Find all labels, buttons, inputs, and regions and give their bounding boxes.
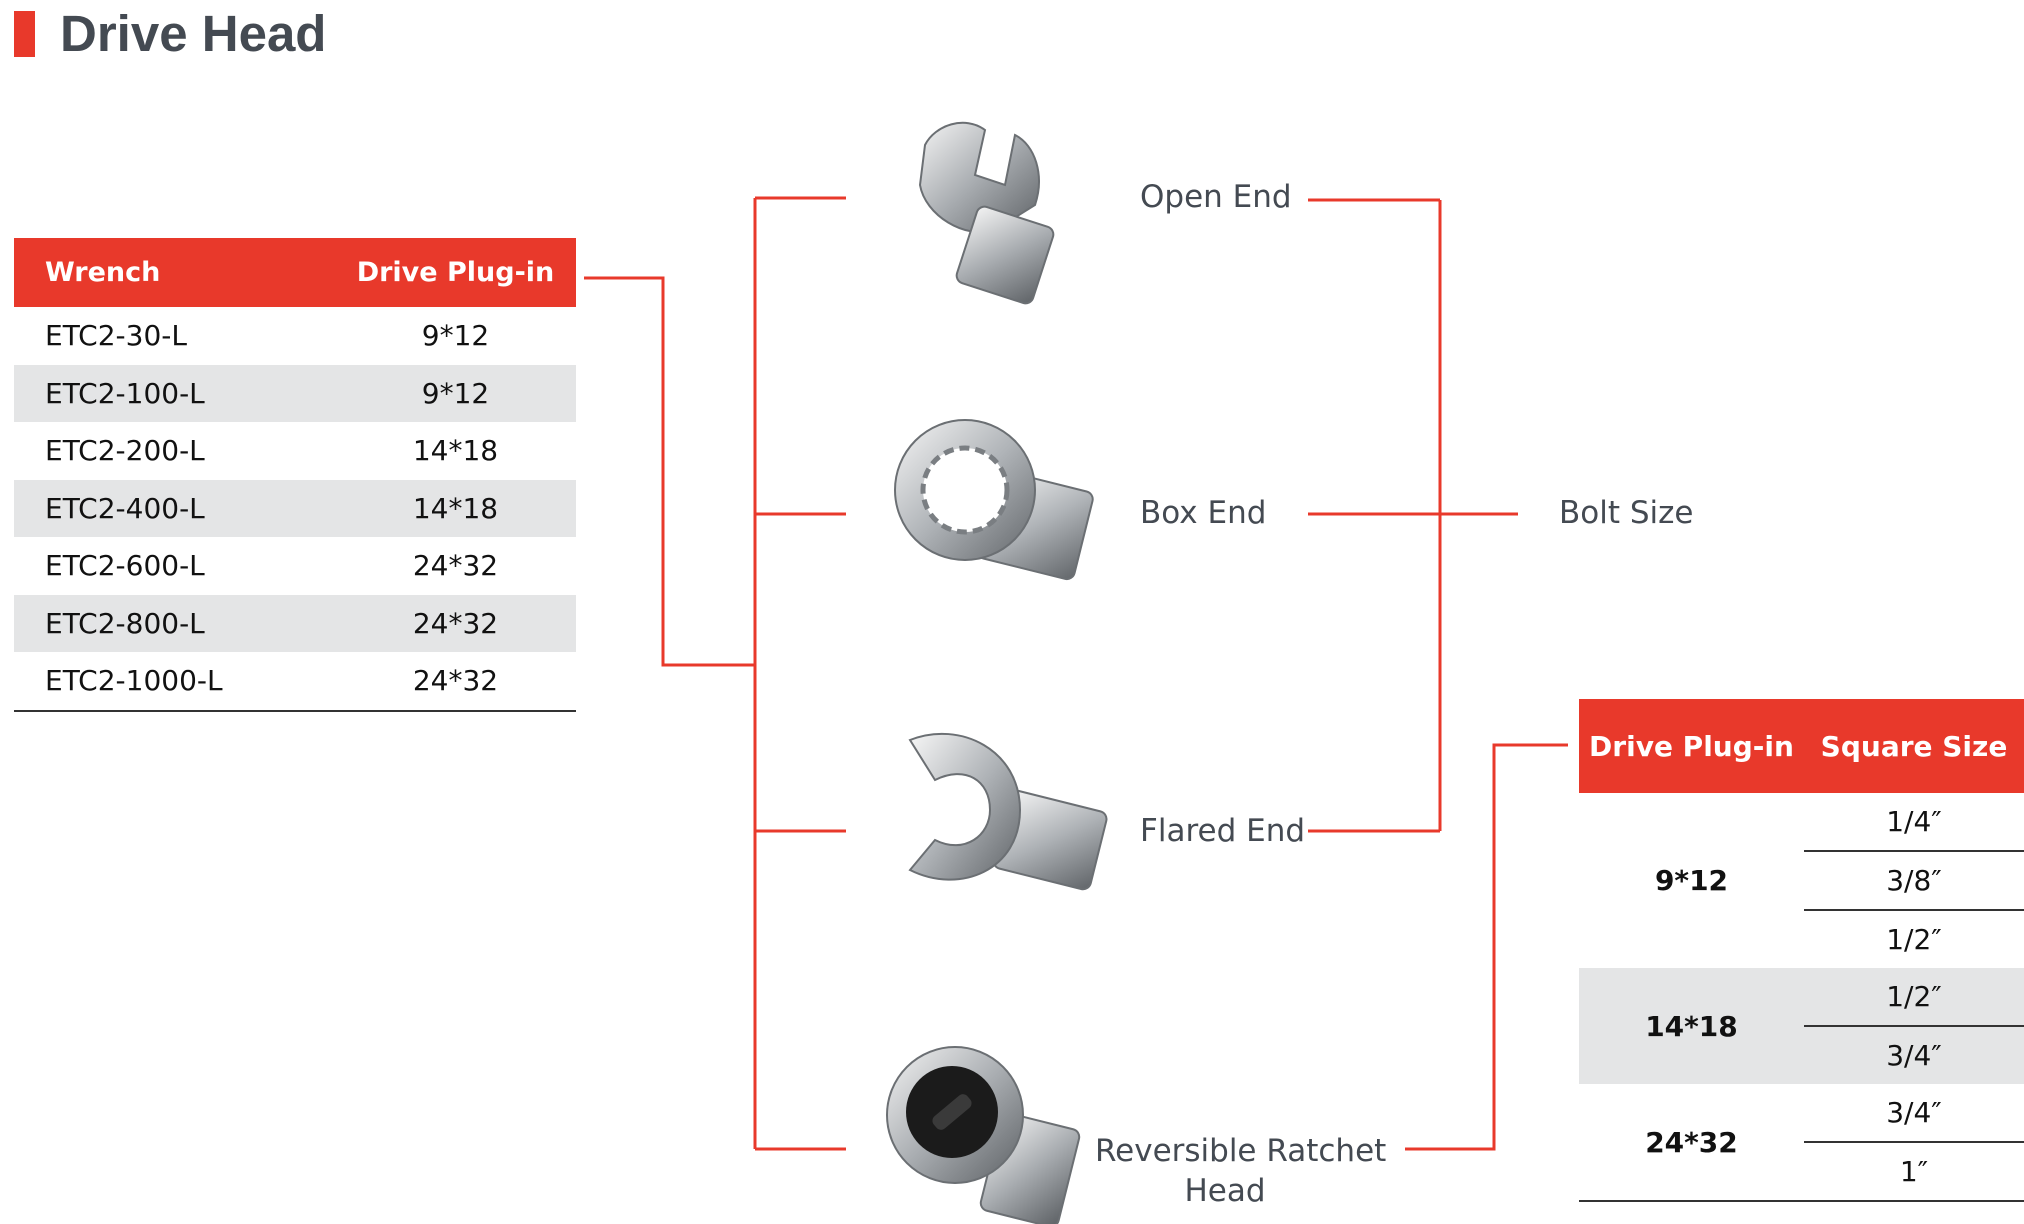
table-row: ETC2-800-L 24*32 <box>14 594 576 652</box>
label-reversible-ratchet-head: Reversible Ratchet Head <box>1095 1131 1387 1211</box>
square-size: 3/4″ <box>1804 1026 2024 1084</box>
column-header-drive-plug-in: Drive Plug-in <box>335 238 576 307</box>
table-row: 3/8″ <box>1579 851 2024 911</box>
drive-plug-in: 14*18 <box>412 434 499 468</box>
open-end-head-image <box>918 121 1055 305</box>
drive-plug-in: 24*32 <box>412 549 499 583</box>
label-ratchet-line2: Head <box>1184 1173 1266 1209</box>
table-row: 14*18 1/2″ <box>1579 968 2024 1084</box>
table-row: ETC2-1000-L 24*32 <box>14 652 576 712</box>
square-size: 3/8″ <box>1804 851 2024 911</box>
wrench-model: ETC2-30-L <box>45 319 187 353</box>
table-row: 24*32 3/4″ <box>1579 1084 2024 1202</box>
wrench-model: ETC2-600-L <box>45 549 205 583</box>
drive-plug-in-group: 9*12 <box>1654 864 1729 897</box>
drive-plug-in: 24*32 <box>335 594 576 652</box>
label-box-end: Box End <box>1140 495 1267 531</box>
table-row: ETC2-200-L 14*18 <box>14 422 576 480</box>
square-size: 3/4″ <box>1804 1084 2024 1143</box>
column-header-square-size: Square Size <box>1804 699 2024 793</box>
page-title: Drive Head <box>60 5 327 62</box>
table-row: 9*12 1/4″ <box>1579 793 2024 897</box>
table-row: ETC2-400-L 14*18 <box>14 479 576 537</box>
label-ratchet-line1: Reversible Ratchet <box>1095 1133 1387 1169</box>
connector-wrench-table <box>584 276 755 667</box>
wrench-model: ETC2-400-L <box>14 479 335 537</box>
drive-plug-in: 9*12 <box>335 364 576 422</box>
square-table-header: Drive Plug-in Square Size <box>1579 699 2024 793</box>
wrench-table-header: Wrench Drive Plug-in <box>14 238 576 307</box>
table-row: 1″ <box>1579 1142 2024 1202</box>
table-row: 1/2″ <box>1579 910 2024 968</box>
label-flared-end: Flared End <box>1140 813 1306 849</box>
square-size: 1/2″ <box>1886 923 1942 956</box>
box-end-head-image <box>894 419 1094 581</box>
square-size-table: Drive Plug-in Square Size 9*12 1/4″ 3/8″… <box>1579 699 2024 1202</box>
ratchet-head-image <box>886 1046 1081 1224</box>
table-row: ETC2-30-L 9*12 <box>14 307 576 365</box>
square-size: 1″ <box>1804 1142 2024 1202</box>
wrench-model: ETC2-800-L <box>14 594 335 652</box>
wrench-table: Wrench Drive Plug-in ETC2-30-L 9*12 ETC2… <box>14 238 576 712</box>
wrench-model: ETC2-100-L <box>14 364 335 422</box>
column-header-wrench: Wrench <box>14 238 335 307</box>
drive-plug-in-group: 14*18 <box>1579 968 1804 1084</box>
flared-end-head-image <box>908 732 1108 891</box>
square-size: 1/4″ <box>1804 793 2024 852</box>
drive-plug-in: 24*32 <box>335 652 576 712</box>
table-row: 3/4″ <box>1579 1026 2024 1084</box>
label-open-end: Open End <box>1140 179 1292 215</box>
square-size: 1/2″ <box>1804 968 2024 1027</box>
wrench-model: ETC2-200-L <box>45 434 205 468</box>
connector-square-table <box>1405 743 1568 1151</box>
drive-plug-in: 9*12 <box>421 319 490 353</box>
table-row: ETC2-600-L 24*32 <box>14 537 576 595</box>
drive-plug-in-group: 24*32 <box>1579 1084 1804 1202</box>
column-header-drive-plug-in: Drive Plug-in <box>1579 699 1804 793</box>
drive-plug-in: 14*18 <box>335 479 576 537</box>
title-accent-bar <box>14 11 35 57</box>
label-bolt-size: Bolt Size <box>1559 495 1694 531</box>
wrench-model: ETC2-1000-L <box>14 652 335 712</box>
table-row: ETC2-100-L 9*12 <box>14 364 576 422</box>
